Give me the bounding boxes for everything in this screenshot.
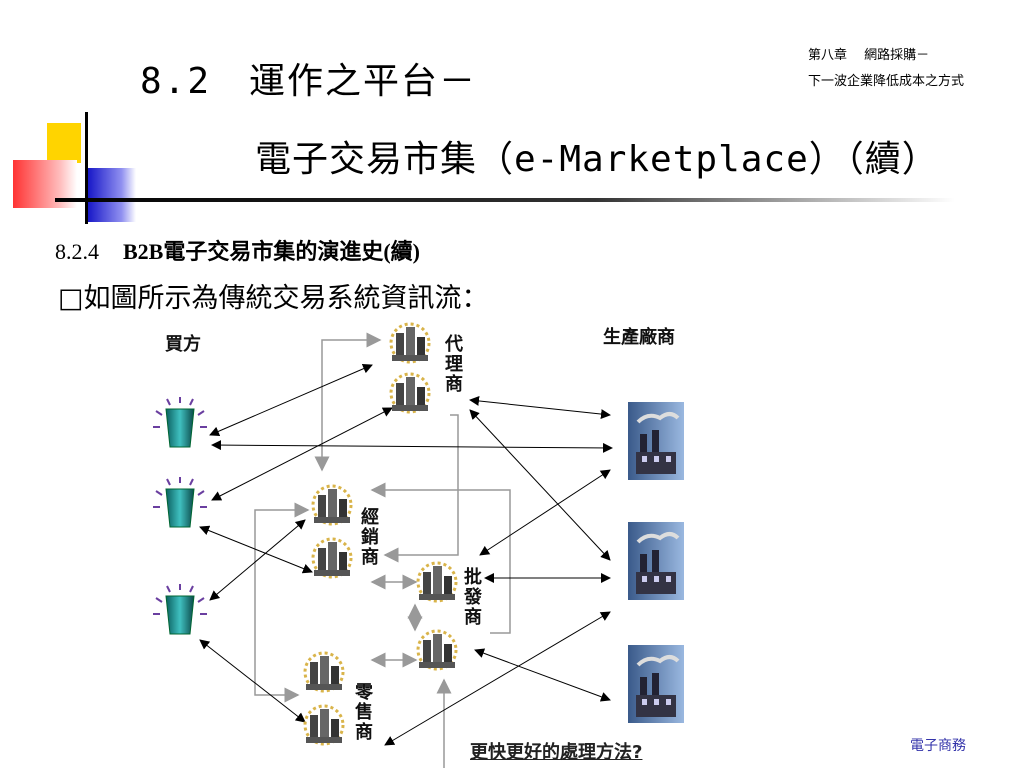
chapter-header-line2: 下一波企業降低成本之方式 bbox=[808, 74, 965, 89]
footer-text: 電子商務 bbox=[910, 738, 966, 754]
distributor-label: 經銷商 bbox=[361, 507, 379, 568]
decor-blue-square bbox=[88, 168, 136, 222]
manufacturer-label: 生產廠商 bbox=[603, 327, 675, 348]
decor-vertical-line bbox=[85, 112, 88, 224]
decor-yellow-square bbox=[47, 123, 81, 163]
section-title: B2B電子交易市集的演進史(續) bbox=[123, 239, 421, 264]
slide-title-line1: 8.2 運作之平台－ bbox=[140, 61, 478, 102]
section-number: 8.2.4 bbox=[55, 239, 99, 264]
wholesaler-label: 批發商 bbox=[464, 567, 482, 628]
agent-label: 代理商 bbox=[445, 334, 463, 395]
intermediary-building-icon bbox=[303, 322, 458, 746]
title-rule bbox=[55, 198, 955, 202]
slide-title-line2: 電子交易市集（e-Marketplace）（續） bbox=[255, 139, 939, 180]
buyer-label: 買方 bbox=[165, 334, 201, 355]
gray-flow-lines bbox=[254, 332, 511, 768]
retailer-label: 零售商 bbox=[355, 682, 373, 743]
bottom-caption: 更快更好的處理方法? bbox=[470, 742, 643, 763]
bullet-text: □如圖所示為傳統交易系統資訊流： bbox=[58, 283, 489, 314]
buyer-building-icon bbox=[153, 397, 207, 635]
factory-icon bbox=[628, 402, 684, 723]
section-heading: 8.2.4 B2B電子交易市集的演進史(續) bbox=[55, 234, 420, 266]
chapter-header-line1: 第八章 網路採購－ bbox=[808, 48, 930, 63]
black-flow-lines bbox=[199, 363, 613, 746]
